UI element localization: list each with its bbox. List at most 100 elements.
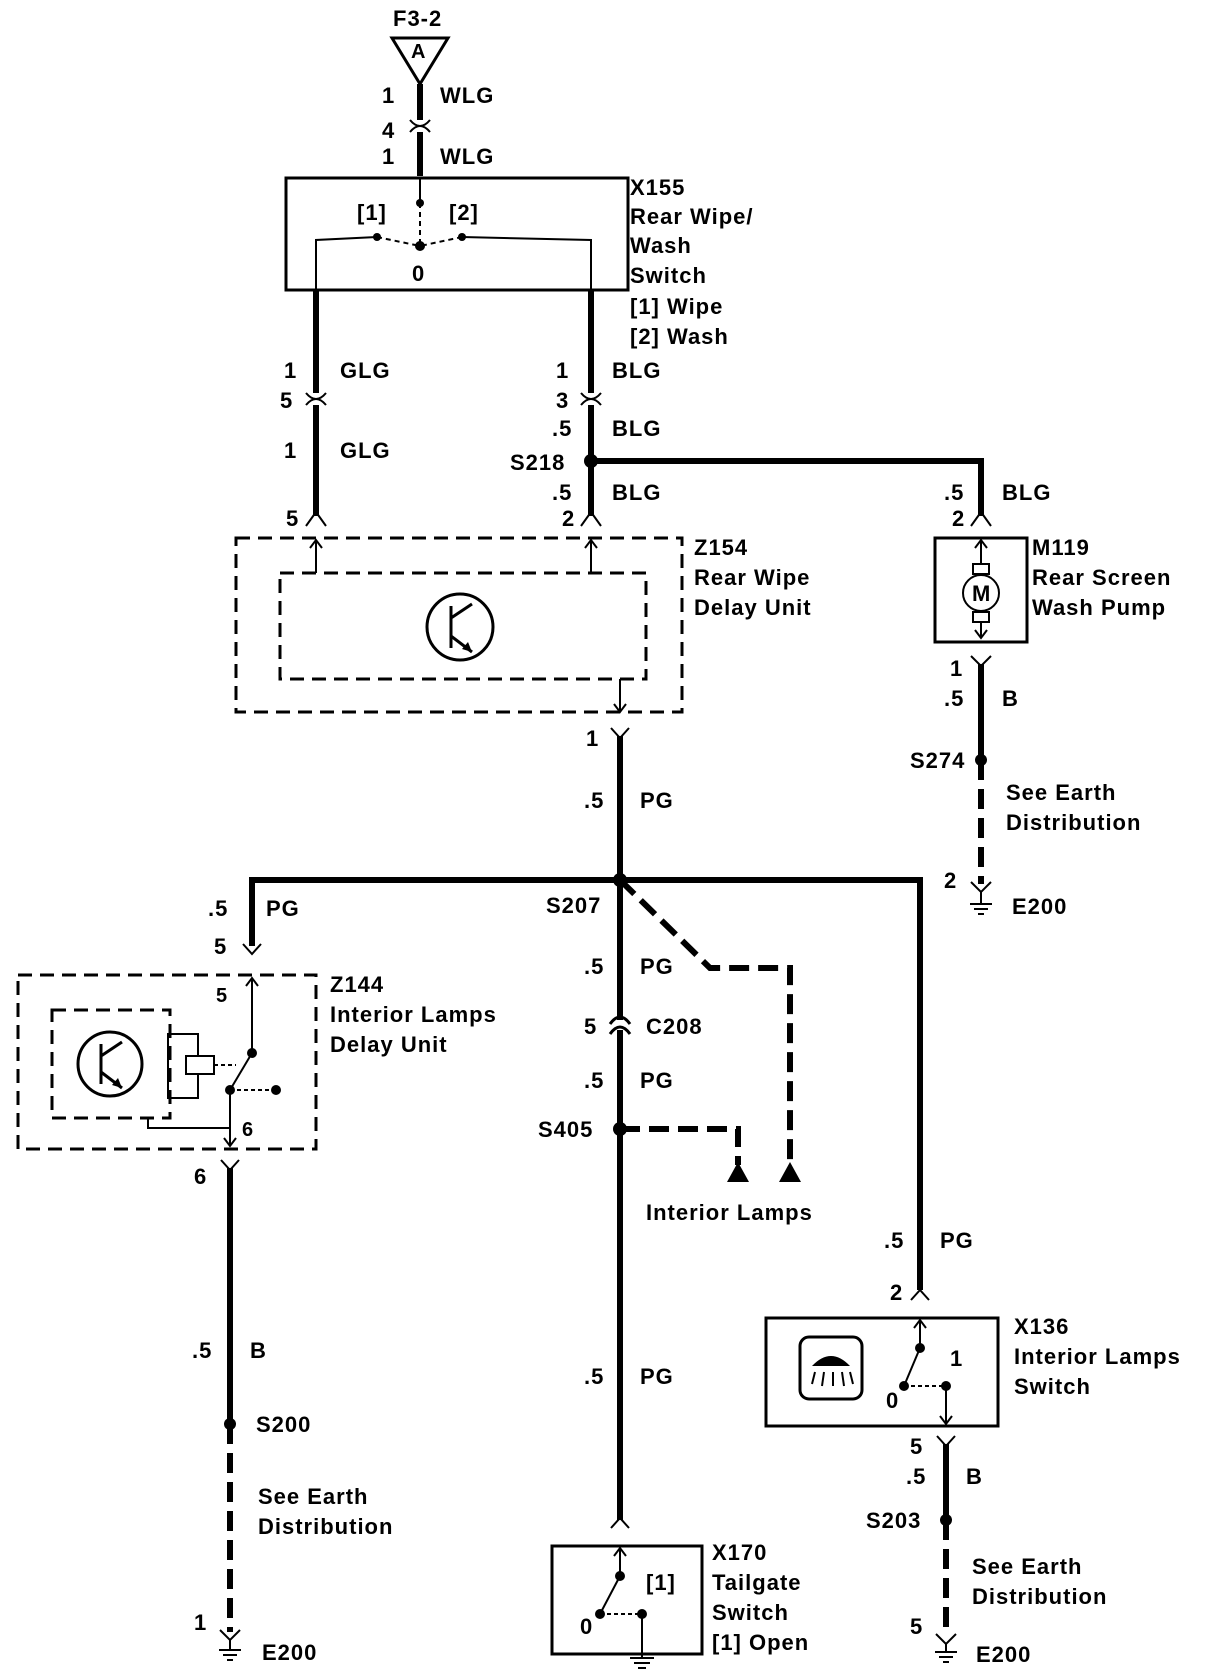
wire-color-label: B [1002,686,1019,711]
x155-name-line3: Switch [630,263,707,288]
transistor-icon [76,1030,144,1098]
splice-s218-label: S218 [510,450,565,475]
x170-switch-contacts [595,1546,647,1654]
wire-color-label: BLG [1002,480,1051,505]
z144-inner-module [50,1008,172,1120]
wire-color-label: PG [640,1068,674,1093]
ground-icon [935,1633,957,1663]
x136-name-line1: Interior Lamps [1014,1344,1181,1369]
wire-size-label: .5 [552,416,572,441]
earth-pin-label: 5 [910,1614,923,1639]
splice-s200-label: S200 [256,1412,311,1437]
earth-note-line1: See Earth [1006,780,1117,805]
wire-color-label: B [250,1338,267,1363]
transistor-icon [425,592,495,662]
wire-size-label: .5 [584,1364,604,1389]
wire-size-label: .5 [944,480,964,505]
x155-switch-box [284,176,630,292]
pin-terminal-icon [610,1516,630,1529]
wire-color-label: BLG [612,416,661,441]
x136-pin-label: 2 [890,1280,903,1305]
earth-note-line2: Distribution [258,1514,393,1539]
wire-color-label: B [966,1464,983,1489]
z144-out-pin-label: 6 [194,1164,207,1189]
x155-switch-contacts [315,178,592,290]
connector-symbol [305,392,327,406]
x155-position-wash: [2] Wash [630,324,729,349]
wire-color-label: WLG [440,83,494,108]
z154-internal-links [309,538,627,714]
ground-icon [630,1654,654,1669]
wire-color-label: PG [640,1364,674,1389]
wire-color-label: BLG [612,358,661,383]
earth-note-line2: Distribution [1006,810,1141,835]
connector-c208-symbol [608,1015,632,1035]
x170-position-0-label: 0 [580,1614,593,1639]
z154-pin-label: 2 [562,506,575,531]
x155-position-wipe: [1] Wipe [630,294,723,319]
x136-out-pin-label: 5 [910,1434,923,1459]
x155-position-0-label: 0 [412,261,425,286]
wire-size-label: .5 [584,788,604,813]
fuse-id-label: F3-2 [393,6,442,31]
m119-name-line1: Rear Screen [1032,565,1171,590]
fuse-triangle-icon [389,36,451,87]
earth-note-line2: Distribution [972,1584,1107,1609]
z144-id-label: Z144 [330,972,384,997]
wire-color-label: PG [266,896,300,921]
wire-color-label: PG [940,1228,974,1253]
wire-size-label: 1 [382,83,395,108]
connector-pin-label: 3 [556,388,569,413]
x170-switch-box [550,1544,704,1656]
wire-size-label: .5 [192,1338,212,1363]
wire-size-label: 1 [284,358,297,383]
interior-lamp-icon [798,1335,864,1401]
pin-terminal-icon [242,943,262,956]
z154-delay-unit-outline [234,536,684,714]
x155-name-line2: Wash [630,233,692,258]
x136-position-0-label: 0 [886,1388,899,1413]
interior-lamp-connector-icon [727,1162,749,1182]
z154-inner-module [278,571,648,681]
earth-pin-label: 2 [944,868,957,893]
wire-color-label: PG [640,788,674,813]
m119-out-pin-label: 1 [950,656,963,681]
wire-size-label: .5 [884,1228,904,1253]
ground-e200-label: E200 [1012,894,1067,919]
motor-letter-label: M [972,581,991,606]
z144-internal-pin-in: 5 [216,985,228,1007]
ground-icon [219,1629,241,1661]
z144-name-line2: Delay Unit [330,1032,448,1057]
x170-id-label: X170 [712,1540,767,1565]
x136-id-label: X136 [1014,1314,1069,1339]
splice-s405-label: S405 [538,1117,593,1142]
wire-size-label: .5 [944,686,964,711]
pin-terminal-icon [305,510,327,527]
ground-icon [970,881,992,915]
wire-size-label: 1 [556,358,569,383]
earth-note-line1: See Earth [258,1484,369,1509]
wire-color-label: GLG [340,438,391,463]
wire-color-label: BLG [612,480,661,505]
wire-pg-s405-to-lamps [620,1126,741,1165]
z154-out-pin-label: 1 [586,726,599,751]
x136-switch-contacts [899,1318,953,1426]
connector-symbol [580,392,602,406]
z144-internal-pin-out: 6 [242,1119,254,1141]
z154-pin-label: 5 [286,506,299,531]
relay-coil-icon [167,1033,236,1099]
wire-pg-to-interior-lamps [617,877,793,1165]
z154-id-label: Z154 [694,535,748,560]
ground-e200-label: E200 [976,1642,1031,1667]
x170-name-line2: Switch [712,1600,789,1625]
x155-id-label: X155 [630,175,685,200]
wire-color-label: PG [640,954,674,979]
x155-position-2-label: [2] [449,200,479,225]
z144-name-line1: Interior Lamps [330,1002,497,1027]
wire-size-label: 1 [284,438,297,463]
wire-color-label: GLG [340,358,391,383]
x155-name-line1: Rear Wipe/ [630,204,754,229]
wire-blg-to-pump [591,458,984,516]
pin-terminal-icon [970,510,992,527]
interior-lamp-connector-icon [779,1162,801,1182]
